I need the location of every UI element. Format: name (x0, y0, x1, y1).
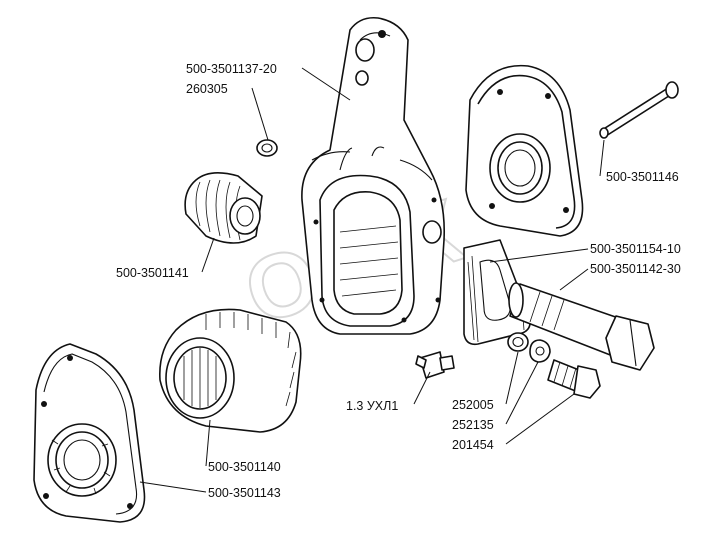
label-bolt: 201454 (452, 438, 494, 452)
leader-gear (205, 419, 211, 467)
leader-shaft (559, 268, 589, 291)
label-worm: 500-3501141 (116, 266, 189, 280)
washer-1 (507, 332, 529, 352)
leader-plug (251, 87, 269, 141)
pin (599, 81, 679, 139)
worm (184, 172, 263, 244)
leader-plate (489, 248, 589, 263)
leader-pin (599, 139, 605, 177)
label-washer-1: 252005 (452, 398, 494, 412)
label-screw-shaft: 500-3501142-30 (590, 262, 681, 276)
leader-washer-2 (505, 361, 539, 425)
label-washer-2: 252135 (452, 418, 494, 432)
leader-worm (201, 237, 215, 273)
label-grease-fitting: 1.3 УХЛ1 (346, 399, 398, 413)
gear (159, 308, 302, 433)
label-plug: 260305 (186, 82, 228, 96)
plug (256, 139, 278, 157)
slack-adjuster-lever (301, 16, 446, 335)
label-lever: 500-3501137-20 (186, 62, 277, 76)
bolt (547, 359, 601, 399)
leader-bolt (505, 393, 575, 445)
grease-fitting (415, 351, 455, 379)
leader-lines (139, 67, 605, 493)
leader-cover (139, 481, 207, 493)
left-cover-plate (33, 343, 146, 523)
leader-washer-1 (505, 351, 519, 405)
label-pin: 500-3501146 (606, 170, 679, 184)
part-labels: 500-3501137-20 260305 500-3501146 500-35… (116, 62, 681, 500)
leader-lever (301, 67, 351, 101)
label-gear: 500-3501140 (208, 460, 281, 474)
leader-fitting (413, 371, 431, 405)
right-cover-plate (465, 64, 584, 237)
label-cover: 500-3501143 (208, 486, 281, 500)
screw-shaft (508, 282, 655, 371)
label-plate: 500-3501154-10 (590, 242, 681, 256)
washer-2 (529, 339, 551, 363)
